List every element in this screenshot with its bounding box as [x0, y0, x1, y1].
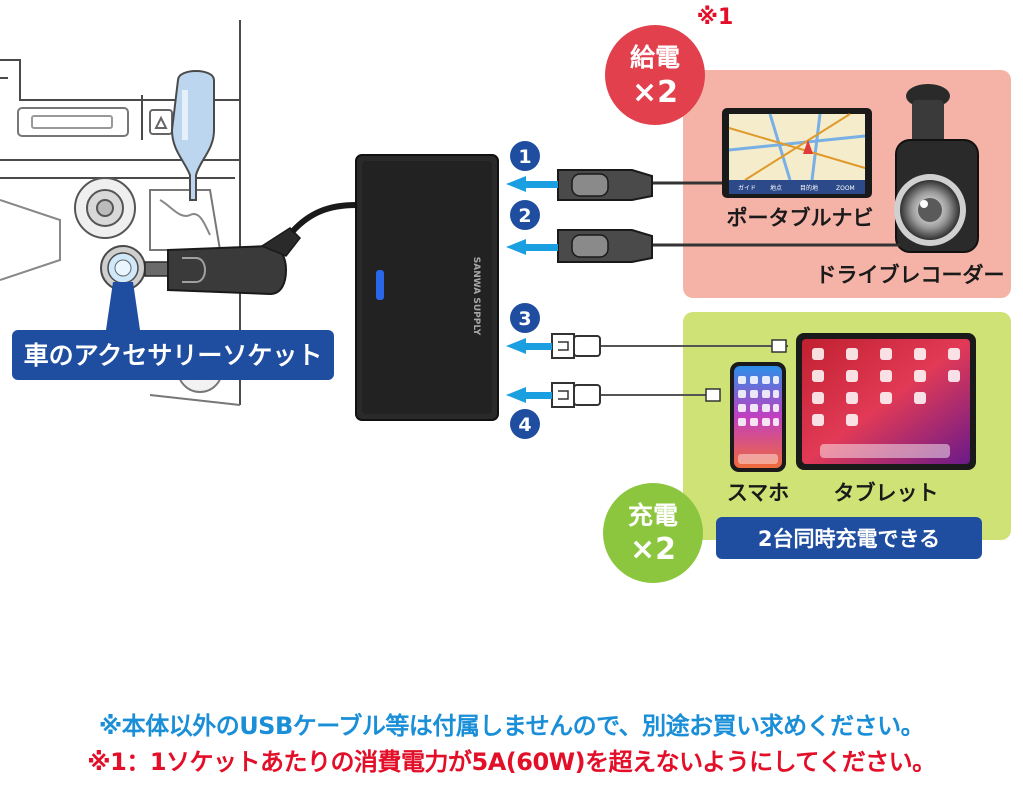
- socket-label-callout: 車のアクセサリーソケット: [12, 282, 334, 380]
- port-number-1: 1: [518, 146, 531, 168]
- drive-recorder-device: [894, 84, 979, 253]
- gear-shift-knob: [170, 70, 215, 201]
- charger-hub-body: SANWA SUPPLY: [355, 154, 499, 421]
- power-cable-2: [557, 229, 900, 263]
- feed-badge-line2: ×2: [632, 75, 678, 110]
- smartphone-label: スマホ: [727, 481, 789, 505]
- power-feed-badge: 給電 ×2: [605, 25, 705, 125]
- arrow-port-1: [506, 176, 558, 192]
- brand-text: SANWA SUPPLY: [471, 257, 481, 336]
- footnote-marker: ※1: [697, 5, 734, 30]
- portable-navi-label: ポータブルナビ: [727, 206, 874, 230]
- usb-cable-4: [551, 382, 721, 408]
- socket-label: 車のアクセサリーソケット: [24, 341, 323, 370]
- car-plug: [144, 202, 357, 296]
- smartphone-device: [730, 362, 786, 472]
- port-number-3: 3: [518, 308, 531, 330]
- tablet-label: タブレット: [834, 481, 939, 505]
- port-number-2: 2: [518, 205, 531, 227]
- charge-badge-line2: ×2: [630, 532, 676, 567]
- power-cable-1: [557, 169, 722, 201]
- navi-button-guide: ガイド: [738, 184, 756, 192]
- drive-recorder-label: ドライブレコーダー: [816, 263, 1005, 287]
- navi-button-zoom: ZOOM: [836, 185, 855, 192]
- port-number-4: 4: [518, 414, 531, 436]
- tablet-device: [796, 333, 976, 470]
- port-arrows: [506, 176, 558, 403]
- led-indicator: [376, 270, 384, 300]
- arrow-port-2: [506, 239, 558, 255]
- portable-navi-device: ガイド 地点 目的地 ZOOM: [722, 108, 872, 198]
- navi-button-destination: 目的地: [800, 184, 818, 192]
- feed-badge-line1: 給電: [630, 43, 680, 72]
- note-power-limit: ※1：1ソケットあたりの消費電力が5A(60W)を超えないようにしてください。: [87, 748, 936, 776]
- usb-cable-3: [551, 333, 788, 359]
- charging-badge: 充電 ×2: [603, 483, 703, 583]
- port-badge-1: 1: [510, 141, 540, 171]
- charge-badge-line1: 充電: [628, 501, 678, 530]
- port-badge-4: 4: [510, 409, 540, 439]
- navi-button-point: 地点: [770, 184, 782, 192]
- arrow-port-4: [506, 387, 552, 403]
- simultaneous-charge-tag: 2台同時充電できる: [716, 517, 982, 559]
- arrow-port-3: [506, 338, 552, 354]
- note-cables-not-included: ※本体以外のUSBケーブル等は付属しませんので、別途お買い求めください。: [98, 712, 925, 740]
- simultaneous-charge-label: 2台同時充電できる: [758, 527, 940, 551]
- port-badge-2: 2: [510, 200, 540, 230]
- port-badge-3: 3: [510, 303, 540, 333]
